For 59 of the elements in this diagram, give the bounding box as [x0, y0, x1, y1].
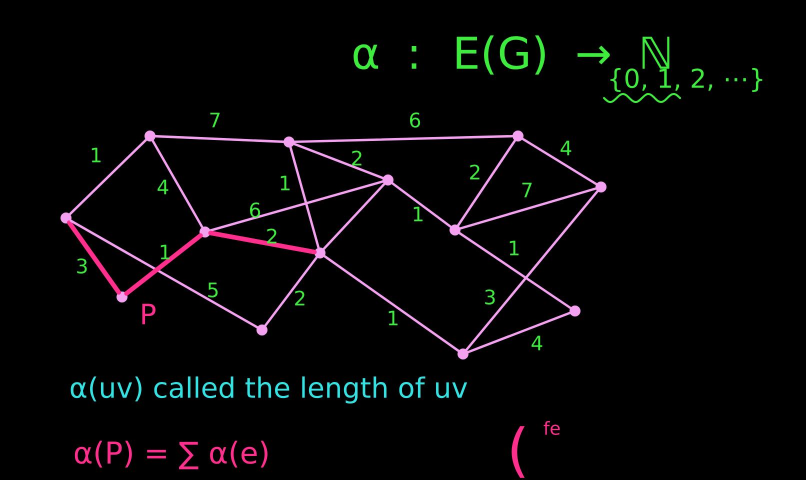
vertex-dot: [60, 212, 72, 224]
edge-line: [68, 138, 148, 216]
path-name: P: [142, 304, 156, 324]
edge-label: 2: [470, 164, 480, 180]
edge-label: 4: [158, 180, 168, 194]
edge-line: [322, 182, 386, 250]
edge-line: [467, 312, 571, 354]
path-edge: [67, 220, 121, 295]
vertex-dot: [458, 348, 468, 360]
vertex-dot: [314, 248, 326, 258]
edge-line: [458, 232, 572, 310]
edge-label: 6: [410, 112, 420, 128]
edge-label: 7: [210, 112, 220, 128]
edge-label: 4: [532, 336, 542, 350]
edge-line: [465, 190, 599, 351]
parenthesis: (: [512, 426, 525, 478]
vertex-dot: [570, 306, 580, 316]
vertex-dot: [256, 324, 268, 336]
vertex-dot: [284, 136, 294, 148]
edge-label: 3: [485, 289, 495, 305]
edge-line: [323, 255, 460, 352]
edge-label: 5: [208, 282, 218, 298]
definition-text: α(uv) called the length of uv: [70, 376, 468, 404]
edge-line: [264, 256, 318, 327]
edge-label: 1: [92, 148, 101, 162]
edge-label: 1: [280, 176, 290, 190]
edge-line: [154, 135, 284, 143]
partial-text: fe: [544, 421, 560, 435]
vertex-dot: [512, 130, 524, 142]
edge-line: [209, 180, 384, 232]
vertex-dot: [200, 226, 210, 238]
edge-line: [294, 134, 514, 144]
edge-label: 1: [160, 244, 170, 260]
edge-label: 6: [250, 202, 260, 218]
edge-label: 1: [414, 206, 423, 222]
path-edge: [208, 230, 317, 254]
vertex-dot: [596, 182, 606, 192]
edge-label: 2: [267, 228, 276, 244]
vertex-dot: [382, 174, 394, 186]
edge-line: [293, 142, 384, 180]
edge-label: 1: [388, 310, 398, 326]
edge-label: 7: [522, 182, 532, 198]
path-edge: [124, 233, 203, 296]
vertex-dot: [144, 130, 156, 142]
formula-text: α(P) = ∑ α(e): [74, 440, 268, 470]
edge-label: 1: [510, 240, 519, 256]
edge-line: [152, 140, 204, 228]
edge-line: [289, 146, 320, 249]
edge-label: 4: [560, 140, 572, 156]
vertex-dot: [116, 292, 128, 302]
vertex-dot: [450, 224, 460, 236]
edge-line: [456, 140, 516, 226]
edge-line: [522, 138, 598, 186]
edge-line: [391, 182, 452, 228]
edge-label: 2: [352, 150, 362, 166]
edge-label: 3: [77, 258, 87, 274]
edge-line: [70, 220, 258, 328]
edge-line: [459, 187, 597, 230]
edge-label: 2: [295, 290, 304, 306]
